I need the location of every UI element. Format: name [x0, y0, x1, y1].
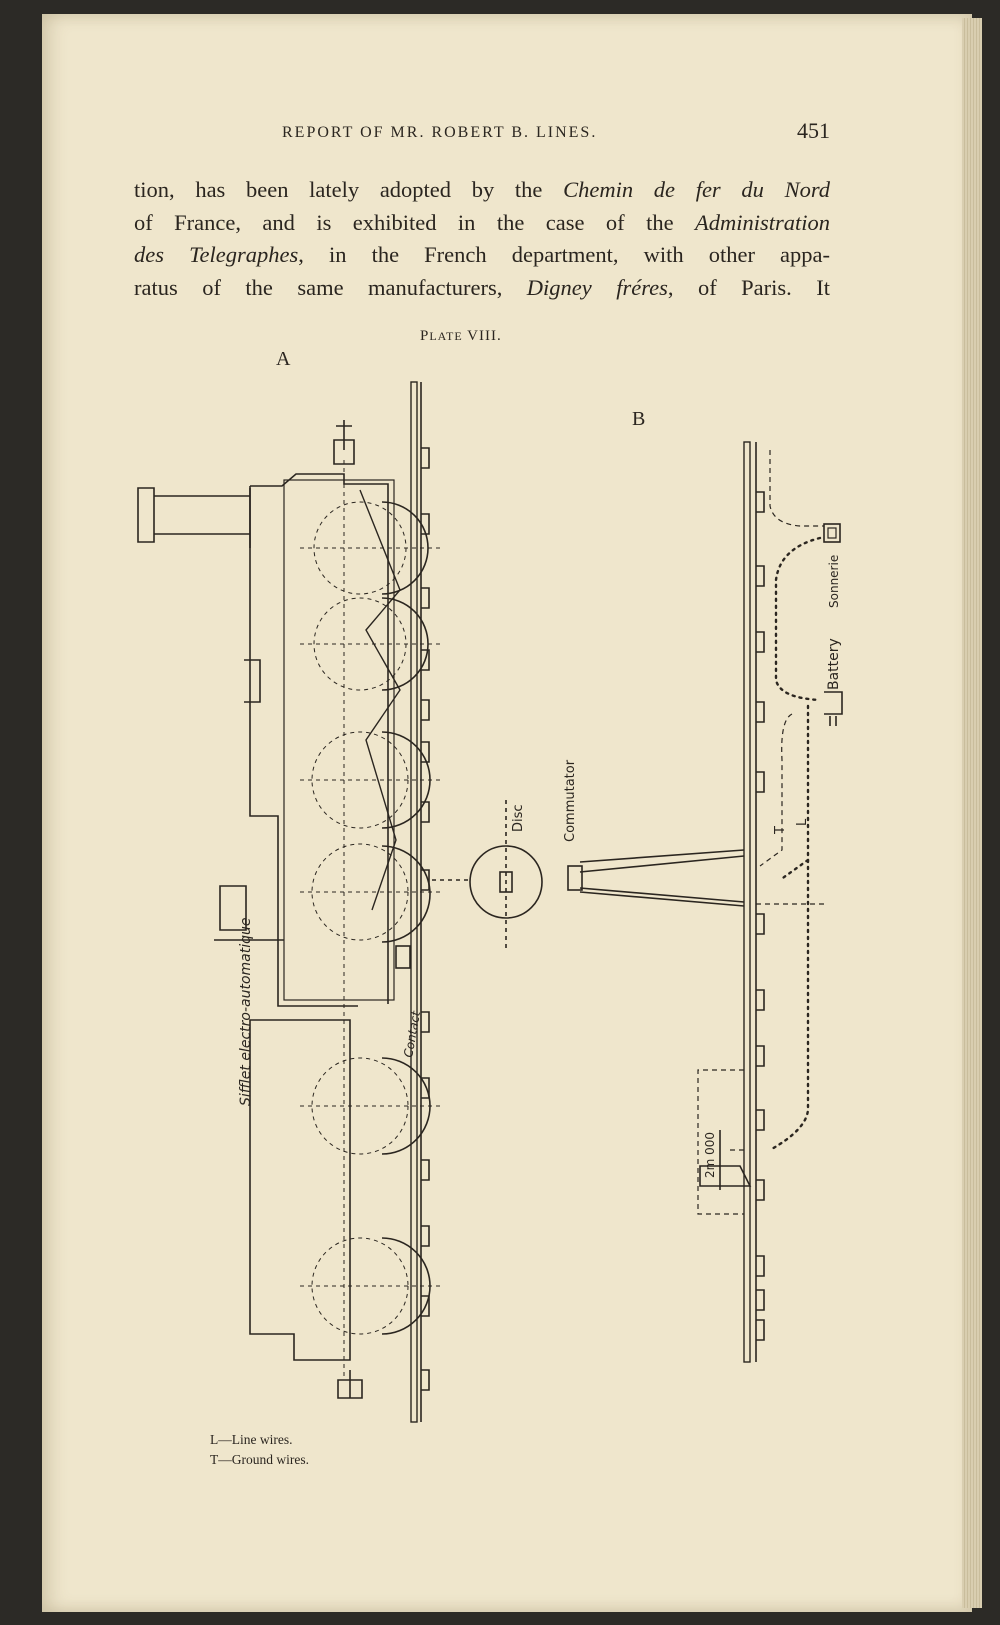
locomotive-drawing	[137, 381, 444, 1423]
plate-legend: L—Line wires. T—Ground wires.	[210, 1430, 309, 1470]
body-paragraph: tion, has been lately adopted by the Che…	[134, 174, 830, 304]
dimension-label: 2m 000	[703, 1132, 717, 1178]
plate-title: PLATE VIII.	[420, 328, 502, 344]
running-title: REPORT OF MR. ROBERT B. LINES.	[282, 124, 598, 141]
ground-wire-label: T	[773, 826, 788, 835]
line-wire-label: L	[795, 818, 810, 826]
body-line-2: of France, and is exhibited in the case …	[134, 209, 830, 235]
contact-label: Contact	[401, 1009, 423, 1059]
sifflet-label: Sifflet electro-automatique	[238, 918, 254, 1106]
track-drawing	[579, 441, 765, 1363]
page-number: 451	[797, 118, 830, 143]
page-edges	[962, 18, 982, 1608]
ground-wires	[697, 450, 826, 1215]
figure-b-label: B	[632, 408, 646, 430]
sonnerie-label: Sonnerie	[827, 555, 841, 608]
page-header: REPORT OF MR. ROBERT B. LINES. 451	[132, 118, 830, 148]
legend-line-wires: L—Line wires.	[210, 1432, 293, 1447]
legend-ground-wires: T—Ground wires.	[210, 1452, 309, 1467]
figure-a-label: A	[276, 348, 291, 370]
disc-label: Disc	[511, 804, 526, 832]
body-line-4: ratus of the same manufacturers, Digney …	[134, 274, 830, 300]
disc-assembly	[432, 800, 583, 950]
body-line-1: tion, has been lately adopted by the Che…	[134, 177, 830, 202]
sonnerie-box	[823, 523, 841, 543]
book-page	[42, 14, 972, 1612]
line-wires	[768, 536, 822, 1152]
body-line-3: des Telegraphes, in the French departmen…	[134, 242, 831, 267]
commutator-label: Commutator	[563, 759, 578, 842]
battery-label: Battery	[826, 638, 842, 690]
battery-symbol	[824, 691, 843, 726]
